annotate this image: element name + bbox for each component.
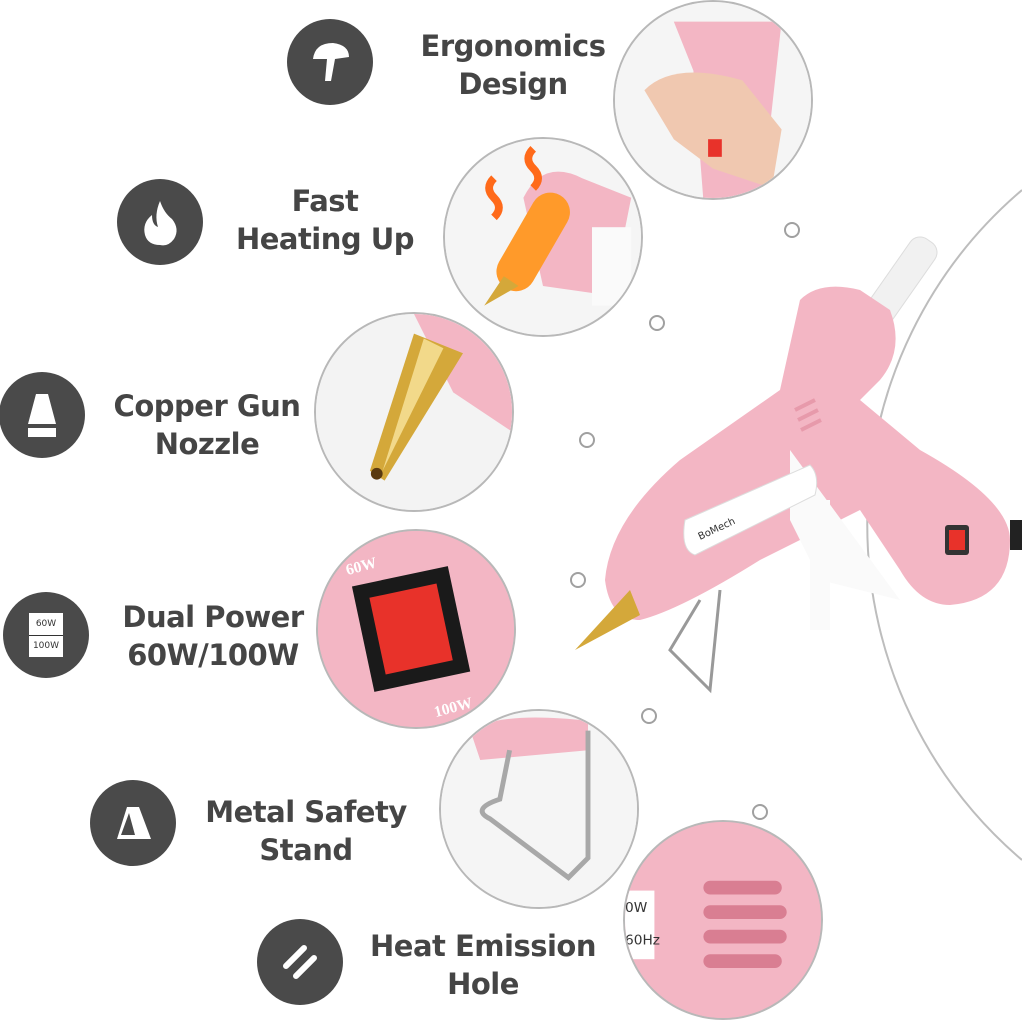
hand-grip-icon (287, 19, 373, 105)
vent-photo-text-2: 60Hz (625, 933, 660, 949)
power-switch-icon: 60W 100W (3, 592, 89, 678)
flame-icon (117, 179, 203, 265)
photo-vent: 0W 60Hz (623, 820, 823, 1020)
arc-dot (641, 708, 657, 724)
glue-gun-image: BoMech (575, 236, 1022, 694)
photo-heating (443, 137, 643, 337)
arc-dot (570, 572, 586, 588)
arc-dot (649, 315, 665, 331)
photo-power-switch: 60W 100W (316, 529, 516, 729)
arc-dot (784, 222, 800, 238)
stand-icon (90, 780, 176, 866)
photo-stand (439, 709, 639, 909)
photo-nozzle (314, 312, 514, 512)
vent-photo-text-1: 0W (625, 900, 648, 916)
icon-100w-text: 100W (32, 641, 60, 652)
icon-60w-text: 60W (29, 613, 63, 636)
vent-icon (257, 919, 343, 1005)
photo-ergonomics (613, 0, 813, 200)
arc-dot (579, 432, 595, 448)
nozzle-icon (0, 372, 85, 458)
arc-dot (752, 804, 768, 820)
